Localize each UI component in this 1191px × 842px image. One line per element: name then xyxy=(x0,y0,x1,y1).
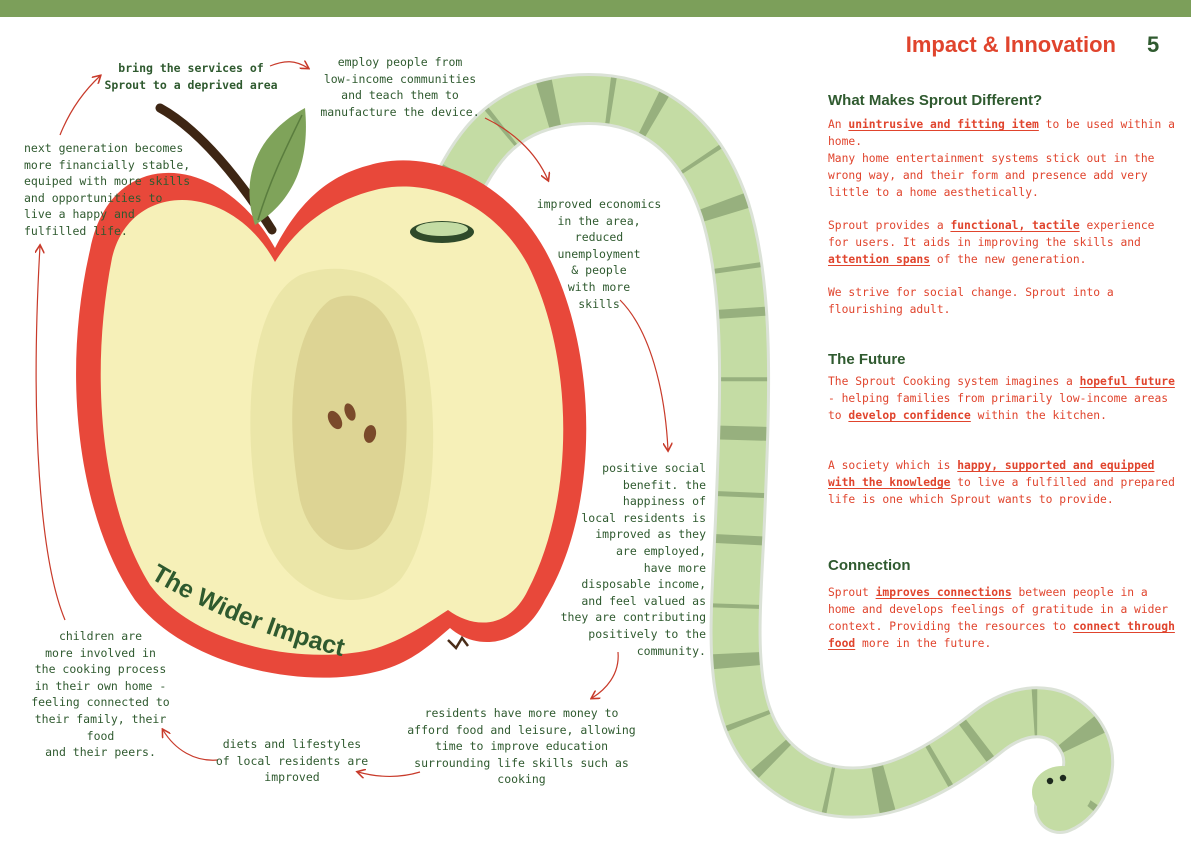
apple-core xyxy=(292,295,407,550)
heading-the-future: The Future xyxy=(828,351,906,368)
arrow-icon xyxy=(36,246,66,621)
seed-icon xyxy=(363,425,377,443)
note-residents-money: residents have more money to afford food… xyxy=(407,706,636,787)
apple xyxy=(76,103,587,678)
note-improved-economics: improved economics in the area, reduced … xyxy=(536,197,662,311)
arrows xyxy=(36,62,668,777)
worm-eye-icon xyxy=(1059,774,1067,782)
worm xyxy=(414,73,1115,834)
paragraph-different-1: An unintrusive and fitting item to be us… xyxy=(828,118,1175,199)
page-number: 5 xyxy=(1147,32,1160,57)
arrow-icon xyxy=(163,730,219,761)
paragraph-different-2: Sprout provides a functional, tactile ex… xyxy=(828,219,1155,266)
note-employ-people: employ people from low-income communitie… xyxy=(320,55,480,119)
note-positive-social: positive social benefit. the happiness o… xyxy=(560,461,706,658)
arrow-icon xyxy=(592,651,619,698)
blossom-end xyxy=(447,635,469,651)
arrow-icon xyxy=(358,772,421,777)
seed-icon xyxy=(327,410,343,430)
arrow-icon xyxy=(59,76,100,136)
note-children: children are more involved in the cookin… xyxy=(31,629,170,760)
arrow-icon xyxy=(269,62,308,68)
heading-connection: Connection xyxy=(828,557,911,574)
heading-what-makes-different: What Makes Sprout Different? xyxy=(828,92,1043,109)
paragraph-future-1: The Sprout Cooking system imagines a hop… xyxy=(828,375,1175,422)
seed-icon xyxy=(344,403,356,421)
note-diets: diets and lifestyles of local residents … xyxy=(215,737,369,785)
page-title: Impact & Innovation xyxy=(905,32,1116,57)
note-bring-services: bring the services of Sprout to a depriv… xyxy=(104,61,278,92)
top-bar xyxy=(0,0,1191,17)
arrow-icon xyxy=(619,299,668,450)
note-next-generation: next generation becomes more financially… xyxy=(24,141,191,238)
worm-eye-icon xyxy=(1046,777,1054,785)
paragraph-future-2: A society which is happy, supported and … xyxy=(828,459,1175,506)
paragraph-different-3: We strive for social change. Sprout into… xyxy=(828,286,1114,316)
paragraph-connection-1: Sprout improves connections between peop… xyxy=(828,586,1175,650)
arrow-icon xyxy=(484,117,548,180)
